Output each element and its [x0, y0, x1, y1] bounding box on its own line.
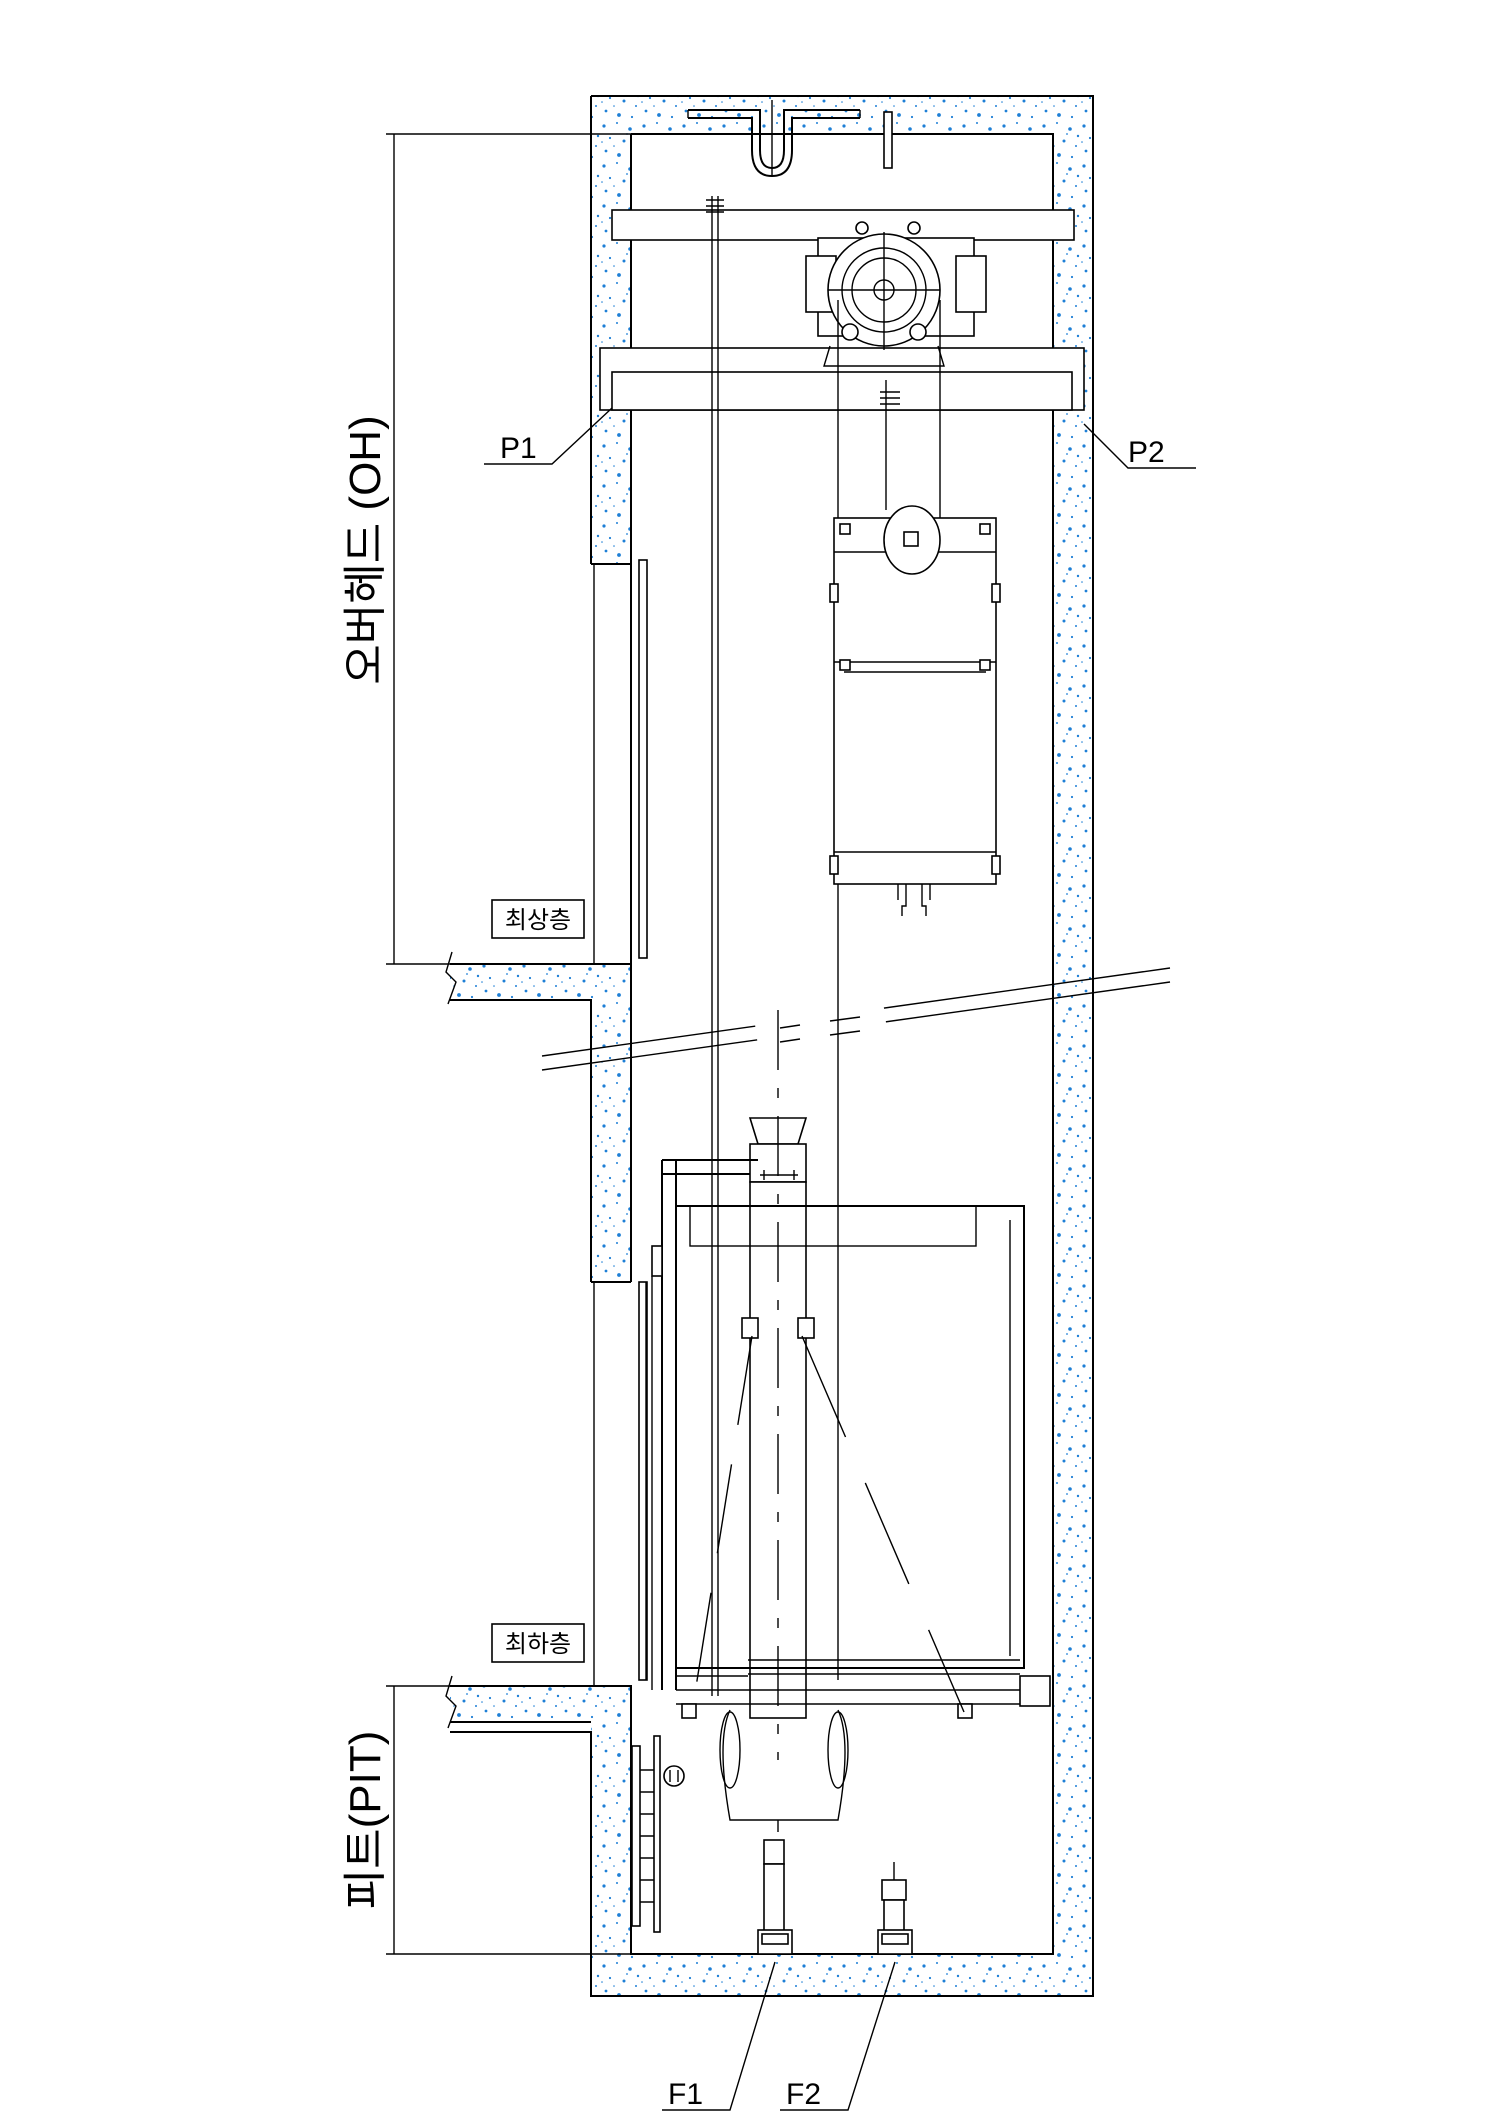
machine-beam-upper	[611, 209, 1075, 241]
shaft-walls	[445, 95, 1094, 1997]
counterweight-frame	[829, 505, 1001, 916]
counterweight-buffer	[877, 1862, 913, 1955]
leader-lines	[484, 407, 1196, 2111]
ceiling-hook	[687, 100, 893, 178]
pit-label: 피트(PIT)	[341, 1731, 390, 1910]
bottom-floor-tag: 최하층	[491, 1623, 585, 1663]
f2-label: F2	[786, 2078, 821, 2111]
f1-label: F1	[668, 2078, 703, 2111]
dimension-overhead	[386, 133, 631, 965]
hoistway-door-openings	[593, 559, 648, 1686]
machine-beam-lower	[599, 347, 1085, 411]
dimension-pit	[386, 1685, 758, 1955]
p1-label: P1	[500, 432, 537, 465]
hoist-ropes	[706, 196, 941, 1696]
pit-ladder	[631, 1735, 685, 1933]
shaft-break-lines	[541, 967, 1171, 1071]
traction-machine	[805, 221, 987, 367]
elevator-car	[645, 1159, 1051, 1850]
bottom-floor-label: 최하층	[505, 1631, 571, 1658]
car-buffer	[757, 1839, 793, 1955]
car-guide-frame	[741, 1010, 815, 1760]
overhead-label: 오버헤드 (OH)	[341, 415, 390, 684]
top-floor-label: 최상층	[505, 907, 571, 934]
top-floor-tag: 최상층	[491, 899, 585, 939]
p2-label: P2	[1128, 436, 1165, 469]
